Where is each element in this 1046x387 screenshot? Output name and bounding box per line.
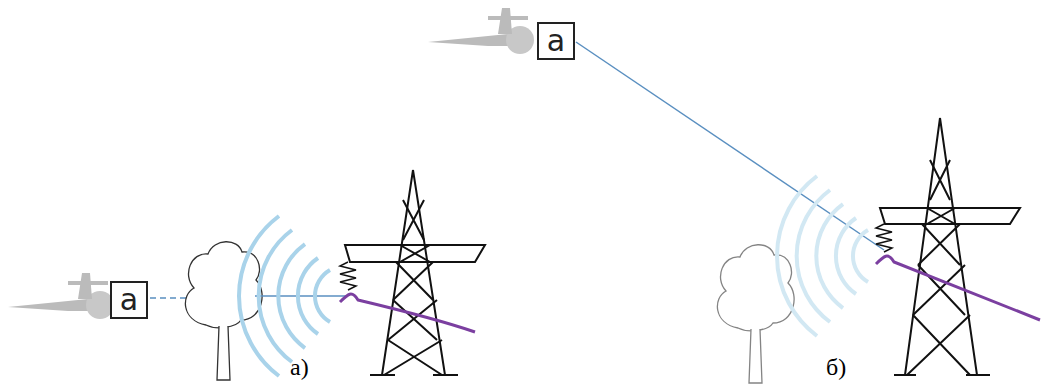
device-letter: а [547,26,565,56]
transmission-tower-b [880,118,1020,375]
wire-b [876,256,1040,320]
airplane-a [8,273,114,319]
laser-beam-dashed [150,297,190,299]
airplane-b [428,8,534,54]
tree-b [717,245,794,383]
insulator [340,262,356,290]
device-letter: а [120,285,138,315]
device-box: а [537,22,575,60]
laser-beam-b [576,42,884,250]
sound-waves-b [777,176,868,336]
panel-label: б) [826,354,846,381]
transmission-tower [345,170,485,375]
panel-label: а) [290,354,309,381]
laser-beam [255,295,346,297]
tree [185,242,262,380]
device-box: а [110,281,148,319]
sound-waves [239,216,330,376]
wire [340,294,475,332]
insulator-b [876,224,892,252]
